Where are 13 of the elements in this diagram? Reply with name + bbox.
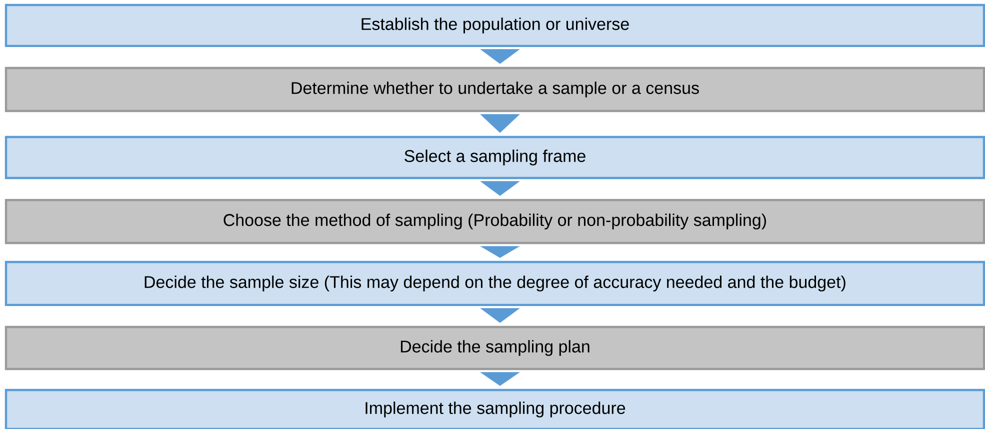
arrow (480, 246, 520, 258)
step-box: Select a sampling frame (4, 136, 985, 180)
arrow (480, 372, 520, 386)
arrow (480, 49, 520, 64)
step-box: Establish the population or universe (4, 4, 985, 48)
arrow (480, 308, 520, 323)
step-box: Decide the sample size (This may depend on the degree of accuracy needed and the budget) (4, 260, 985, 306)
arrow (480, 114, 520, 133)
step-box: Decide the sampling plan (4, 326, 985, 370)
step-box: Determine whether to undertake a sample or a census (4, 66, 985, 112)
step-box: Choose the method of sampling (Probability or non-probability sampling) (4, 198, 985, 244)
arrow (480, 181, 520, 196)
step-box: Implement the sampling procedure (4, 388, 985, 429)
